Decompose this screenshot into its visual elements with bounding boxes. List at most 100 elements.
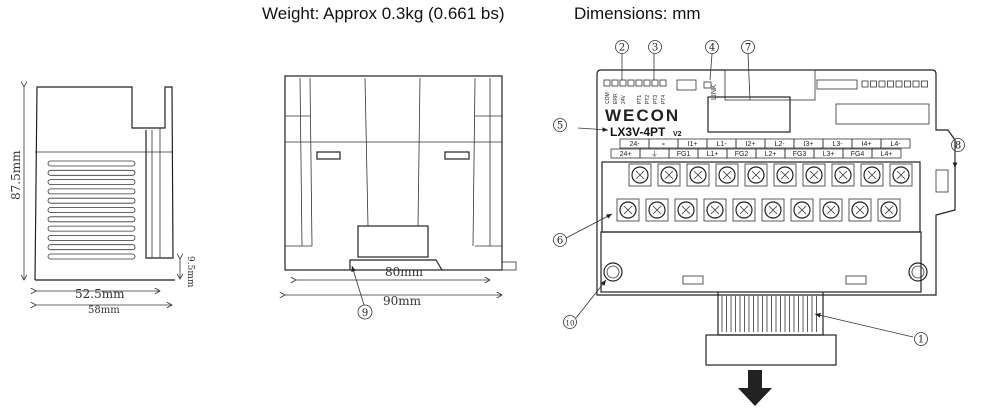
version-label: V2 xyxy=(673,131,682,138)
screw-icon xyxy=(863,166,881,184)
screw-cross xyxy=(826,205,836,215)
front-view: 80mm 90mm 9 xyxy=(285,75,517,320)
led-indicator xyxy=(627,79,635,87)
screw-cross xyxy=(896,170,906,180)
screw-cross xyxy=(739,205,749,215)
callout-1: 1 xyxy=(918,335,924,346)
svg-text:WECON: WECON xyxy=(605,106,680,125)
terminal-label: FG1 xyxy=(677,151,691,158)
led-indicator xyxy=(619,79,627,87)
screw-cross xyxy=(797,205,807,215)
led-indicator xyxy=(895,80,903,88)
callout-5: 5 xyxy=(557,121,563,132)
terminal-box xyxy=(773,163,797,187)
depth-dim: 58mm xyxy=(88,305,120,316)
terminal-screws xyxy=(616,163,913,222)
led-indicator xyxy=(659,79,667,87)
led-label-pt1: PT1 xyxy=(637,95,643,104)
terminal-box xyxy=(860,163,884,187)
callout-circle xyxy=(615,40,629,54)
screw-icon xyxy=(735,201,753,219)
led-indicator xyxy=(887,80,894,88)
vent-slot xyxy=(47,179,136,186)
vent-slots xyxy=(47,160,136,260)
led-indicator xyxy=(611,79,619,87)
led-indicator xyxy=(878,80,886,88)
callout-4: 4 xyxy=(709,43,715,54)
terminal-box xyxy=(645,198,669,222)
vent-slot xyxy=(47,253,136,260)
screw-cross xyxy=(780,170,790,180)
terminal-label: 24- xyxy=(629,141,640,148)
screw-icon xyxy=(706,201,724,219)
terminal-box xyxy=(674,198,698,222)
terminal-label: ∘ xyxy=(661,141,665,148)
screw-cross xyxy=(722,170,732,180)
link-label: LINK xyxy=(711,84,718,100)
terminal-box xyxy=(889,163,913,187)
screw-icon xyxy=(660,166,678,184)
callout-circle xyxy=(705,40,719,54)
terminal-label: FG4 xyxy=(851,151,865,158)
width-dim: 90mm xyxy=(383,294,422,308)
callout-circle xyxy=(553,118,567,132)
terminal-label: I1+ xyxy=(688,141,698,148)
screw-cross xyxy=(635,170,645,180)
screw-icon xyxy=(631,166,649,184)
arrow-down-icon xyxy=(738,370,772,406)
callout-3: 3 xyxy=(652,43,658,54)
led-label-com: COM xyxy=(605,92,611,104)
terminal-label: L4+ xyxy=(881,151,893,158)
terminal-label: L1+ xyxy=(707,151,719,158)
terminal-label: L1- xyxy=(716,141,727,148)
terminal-box xyxy=(715,163,739,187)
screw-cross xyxy=(768,205,778,215)
terminal-box xyxy=(831,163,855,187)
terminal-box xyxy=(802,163,826,187)
vent-slot xyxy=(47,169,136,176)
callout-2: 2 xyxy=(619,43,625,54)
led-row xyxy=(603,79,928,88)
terminal-box xyxy=(819,198,843,222)
vent-slot xyxy=(47,225,136,232)
model-label: LX3V-4PT xyxy=(610,125,666,139)
terminal-box xyxy=(877,198,901,222)
terminal-label: L3+ xyxy=(823,151,835,158)
screw-cross xyxy=(623,205,633,215)
terminal-label: L4- xyxy=(890,141,901,148)
callout-9: 9 xyxy=(362,308,368,319)
screw-cross xyxy=(681,205,691,215)
terminal-box xyxy=(790,198,814,222)
led-label-24v: 24V xyxy=(621,94,627,104)
terminal-box xyxy=(657,163,681,187)
height-dim: 87.5mm xyxy=(9,150,23,200)
led-label-pt2: PT2 xyxy=(645,95,651,104)
screw-cross xyxy=(751,170,761,180)
terminal-label: I2+ xyxy=(746,141,756,148)
terminal-box xyxy=(616,198,640,222)
vent-slot xyxy=(47,244,136,251)
screw-cross xyxy=(693,170,703,180)
terminal-box xyxy=(744,163,768,187)
terminal-label: L3- xyxy=(832,141,843,148)
callout-circle xyxy=(648,40,662,54)
led-label-pt4: PT4 xyxy=(661,95,667,104)
step-dim: 9.5mm xyxy=(185,256,195,288)
callout-circle xyxy=(914,332,928,346)
led-indicator xyxy=(912,80,920,88)
side-view: 87.5mm 52.5mm 58mm 9.5mm xyxy=(9,87,195,316)
terminal-box xyxy=(686,163,710,187)
led-indicator xyxy=(861,80,869,88)
screw-icon xyxy=(851,201,869,219)
screw-icon xyxy=(619,201,637,219)
led-indicator xyxy=(603,79,611,87)
screw-cross xyxy=(855,205,865,215)
callout-8: 8 xyxy=(955,141,961,152)
screw-icon xyxy=(747,166,765,184)
depth-inner-dim: 52.5mm xyxy=(75,287,125,301)
terminal-box xyxy=(848,198,872,222)
